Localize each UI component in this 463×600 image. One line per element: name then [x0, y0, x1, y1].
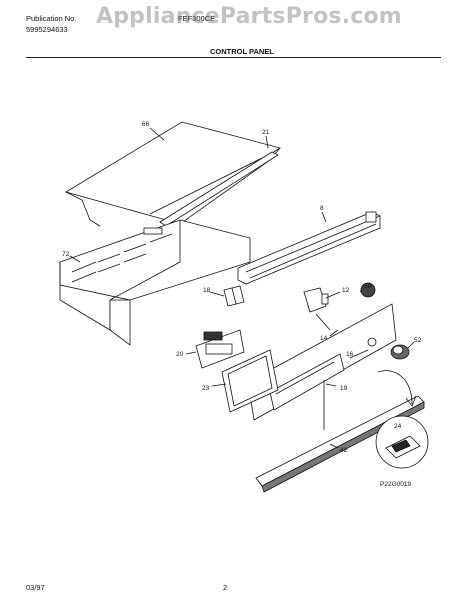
page-number: 2 [223, 583, 228, 592]
header-rule [26, 57, 441, 58]
callout-72: 72 [62, 251, 70, 258]
callout-8: 8 [320, 205, 324, 212]
callout-19: 19 [340, 385, 348, 392]
control-knob [390, 344, 410, 360]
switch-detail-inset [375, 370, 429, 469]
section-title: CONTROL PANEL [210, 47, 274, 56]
callout-16: 16 [346, 351, 354, 358]
mounting-bracket [237, 211, 381, 285]
callout-14: 14 [320, 335, 328, 342]
figure-code: P22G0019 [380, 481, 411, 488]
trim-strip [159, 151, 279, 227]
callout-20: 20 [176, 351, 184, 358]
callout-52: 52 [414, 337, 422, 344]
callout-60: 60 [364, 283, 372, 290]
callout-23: 23 [202, 385, 210, 392]
control-panel-face [247, 303, 397, 430]
callout-42: 42 [340, 447, 348, 454]
model-number: FEF300CE [178, 14, 216, 23]
oven-light-switch [303, 287, 331, 331]
mounting-screw [360, 282, 376, 298]
publication-number: 5995294633 [26, 25, 68, 34]
callout-66: 66 [142, 121, 150, 128]
control-housing [59, 219, 251, 346]
retainer-clip [223, 285, 245, 307]
callout-21: 21 [262, 129, 270, 136]
callout-leaders [69, 127, 415, 449]
callout-12: 12 [342, 287, 350, 294]
publication-label: Publication No. [26, 14, 77, 23]
callout-18: 18 [203, 287, 211, 294]
watermark-text: AppliancePartsPros.com [96, 4, 402, 29]
footer-date: 03/97 [26, 583, 45, 592]
clock-frame [221, 349, 279, 413]
clock-timer-module [195, 329, 245, 369]
callout-24: 24 [394, 423, 402, 430]
